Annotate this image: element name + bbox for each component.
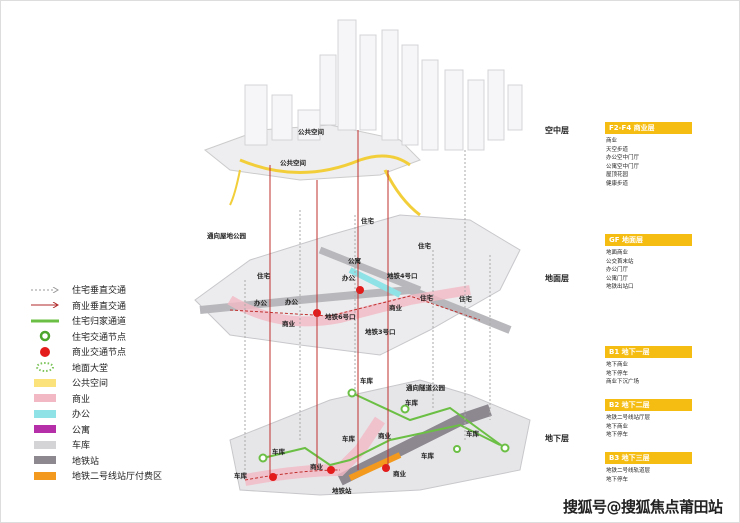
floor-label-sky: 空中层 (545, 126, 569, 135)
green-ring-icon (30, 330, 60, 342)
apartment-swatch (34, 425, 56, 434)
legend-item: 住宅归家通道 (30, 313, 162, 329)
section-item: 健康步道 (606, 180, 629, 187)
section-f2-f4: F2-F4 商业层 商业天空步道办公空中门厅公寓空中门厅屋顶花园健康步道 (605, 122, 692, 188)
label-to-park: 通向屋地公园 (207, 232, 246, 240)
section-item: 地铁二号线站厅层 (606, 415, 651, 421)
public-space-swatch (34, 378, 56, 387)
label-garage: 车库 (360, 377, 373, 385)
section-b3: B3 地下三层 地铁二号线轨道层地下停车 (605, 452, 692, 484)
legend-item: 办公 (30, 406, 162, 422)
legend: 住宅垂直交通 商业垂直交通 住宅归家通道 住宅交通节点 商业交通节点 地面大堂 … (30, 282, 162, 484)
section-title: B1 地下一层 (605, 346, 692, 358)
section-item: 地下停车 (606, 432, 629, 438)
label-metro-exit-3: 地铁3号口 (365, 328, 396, 336)
commerce-swatch (34, 394, 56, 403)
label-commerce: 商业 (282, 320, 295, 328)
legend-item: 商业交通节点 (30, 344, 162, 360)
legend-item: 车库 (30, 437, 162, 453)
label-commerce: 商业 (378, 432, 391, 440)
label-residential: 住宅 (420, 294, 433, 302)
label-metro-exit-6: 地铁6号口 (325, 313, 356, 321)
section-item: 办公门厅 (606, 267, 629, 273)
section-title: B3 地下三层 (605, 452, 692, 464)
legend-item: 公共空间 (30, 375, 162, 391)
office-swatch (34, 409, 56, 418)
section-item: 地面商业 (606, 250, 629, 256)
section-item: 天空步道 (606, 146, 629, 153)
metro-station-swatch (34, 456, 56, 465)
label-public-space: 公共空间 (280, 159, 306, 167)
section-item: 公寓门厅 (606, 275, 629, 282)
floor-label-ground: 地面层 (545, 274, 569, 283)
label-garage: 车库 (405, 399, 418, 407)
section-item: 地下停车 (606, 476, 629, 483)
label-office: 办公 (342, 274, 355, 282)
legend-item: 地面大堂 (30, 360, 162, 376)
section-title: B2 地下二层 (605, 399, 692, 411)
legend-item: 商业 (30, 391, 162, 407)
label-garage: 车库 (342, 435, 355, 443)
sky-level (203, 19, 523, 217)
red-dot-icon (30, 346, 60, 358)
section-item: 公寓空中门厅 (606, 163, 640, 170)
label-commerce: 商业 (389, 304, 402, 312)
section-item: 地铁出站口 (606, 284, 634, 290)
legend-item: 地铁站 (30, 453, 162, 469)
section-item: 地下商业 (606, 362, 629, 368)
label-commerce: 商业 (310, 463, 323, 471)
section-title: F2-F4 商业层 (605, 122, 692, 134)
label-metro-station: 地铁站 (332, 487, 352, 495)
floor-label-underground: 地下层 (545, 434, 569, 443)
legend-item: 商业垂直交通 (30, 298, 162, 314)
red-arrow-icon (30, 302, 60, 309)
label-residential: 住宅 (257, 272, 270, 280)
label-residential: 住宅 (459, 295, 472, 303)
legend-item: 地铁二号线站厅付费区 (30, 468, 162, 484)
section-item: 办公空中门厅 (606, 155, 640, 161)
label-garage: 车库 (466, 430, 479, 438)
label-office: 办公 (254, 299, 267, 307)
legend-item: 住宅垂直交通 (30, 282, 162, 298)
dashed-arrow-icon (30, 286, 60, 293)
section-b2: B2 地下二层 地铁二号线站厅层地下商业地下停车 (605, 399, 692, 440)
legend-item: 住宅交通节点 (30, 329, 162, 345)
section-item: 地铁二号线轨道层 (606, 468, 651, 474)
label-garage: 车库 (234, 472, 247, 480)
section-gf: GF 地面层 地面商业公交首末站办公门厅公寓门厅地铁出站口 (605, 234, 692, 292)
label-public-space: 公共空间 (298, 128, 324, 136)
dotted-ring-icon (30, 362, 60, 373)
paid-area-swatch (34, 471, 56, 480)
green-line-icon (30, 318, 60, 324)
label-garage: 车库 (421, 452, 434, 460)
label-residential: 住宅 (361, 217, 374, 225)
section-item: 商业下沉广场 (606, 379, 640, 385)
garage-swatch (34, 440, 56, 449)
section-item: 地下停车 (606, 370, 629, 377)
label-to-park: 通向隧道公园 (406, 384, 445, 392)
watermark: 搜狐号@搜狐焦点莆田站 (563, 498, 723, 516)
section-item: 公交首末站 (606, 258, 634, 265)
underground-level (229, 379, 531, 496)
section-item: 地下商业 (606, 423, 629, 430)
label-commerce: 商业 (393, 470, 406, 478)
section-item: 商业 (606, 138, 618, 144)
label-office: 办公 (285, 298, 298, 306)
section-b1: B1 地下一层 地下商业地下停车商业下沉广场 (605, 346, 692, 387)
label-apartment: 公寓 (348, 257, 361, 265)
label-metro-exit-4: 地铁4号口 (387, 272, 418, 280)
legend-item: 公寓 (30, 422, 162, 438)
section-title: GF 地面层 (605, 234, 692, 246)
section-item: 屋顶花园 (606, 172, 629, 178)
label-residential: 住宅 (418, 242, 431, 250)
label-garage: 车库 (272, 448, 285, 456)
